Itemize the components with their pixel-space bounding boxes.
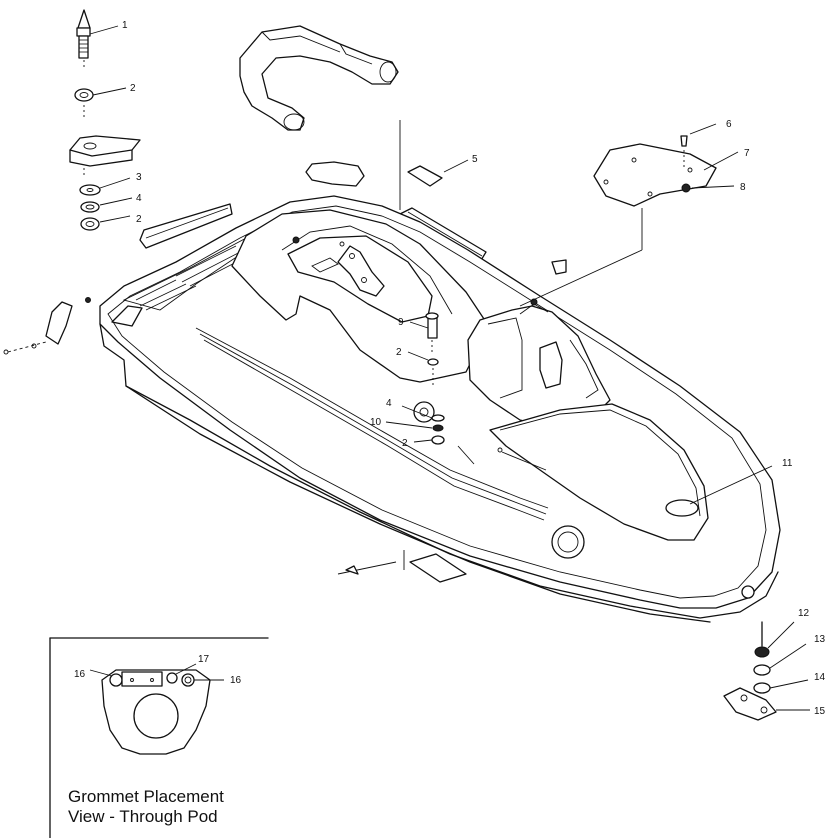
callout-15: 15 (814, 706, 826, 717)
callout-13: 13 (814, 634, 826, 645)
access-cover-plate (519, 123, 739, 307)
callout-labels: 1 2 3 4 2 5 6 7 8 9 2 4 10 2 11 12 13 14… (74, 20, 826, 717)
bolt-hardware-stack (69, 9, 141, 231)
side-bumper (3, 297, 91, 355)
inset-caption-line-2: View - Through Pod (68, 807, 218, 826)
callout-14: 14 (814, 672, 826, 683)
callout-2-lower: 2 (136, 214, 142, 225)
handlebar-pad (239, 25, 399, 131)
callout-10: 10 (370, 417, 382, 428)
callout-12: 12 (798, 608, 810, 619)
callout-1: 1 (122, 20, 128, 31)
callout-2: 2 (130, 83, 136, 94)
callout-3: 3 (136, 172, 142, 183)
callout-8: 8 (740, 182, 746, 193)
callout-16-right: 16 (230, 675, 242, 686)
callout-16-left: 16 (74, 669, 86, 680)
bottom-strip (337, 550, 467, 583)
callout-9: 9 (398, 317, 404, 328)
steering-console (231, 209, 487, 383)
callout-4-center: 4 (386, 398, 392, 409)
callout-11: 11 (782, 458, 793, 469)
callout-2-bottom: 2 (402, 438, 408, 449)
callout-7: 7 (744, 148, 750, 159)
center-fastener-stack (385, 312, 445, 445)
inset-caption-line-1: Grommet Placement (68, 787, 224, 806)
lower-right-hardware (723, 621, 810, 721)
callout-2-center: 2 (396, 347, 402, 358)
seat-pedestal (413, 298, 755, 599)
callout-6: 6 (726, 119, 732, 130)
small-pad (305, 161, 365, 187)
callout-17: 17 (198, 654, 210, 665)
callout-4: 4 (136, 193, 142, 204)
decal (399, 120, 469, 210)
callout-5: 5 (472, 154, 478, 165)
inset-box: Grommet Placement View - Through Pod (49, 637, 269, 838)
